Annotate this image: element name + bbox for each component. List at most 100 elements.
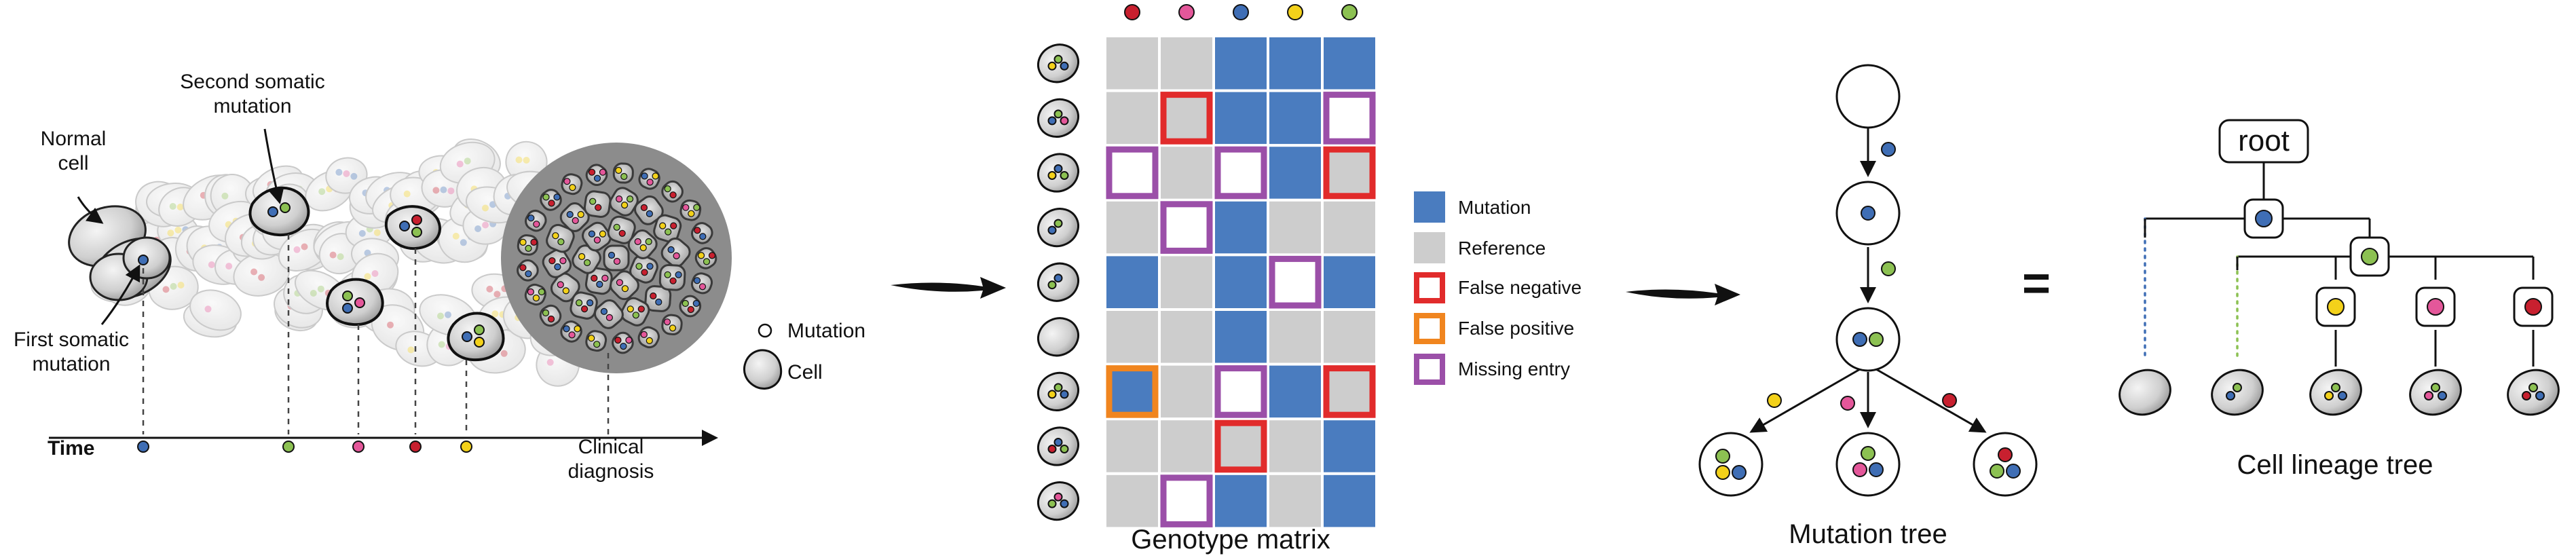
- background-mutation-dot: [447, 187, 455, 195]
- matrix-cell: [1104, 362, 1161, 421]
- leaf-mutation-dot: [2431, 383, 2440, 392]
- matrix-cell: [1212, 35, 1269, 92]
- matrix-error-box: [1214, 146, 1267, 200]
- row-mutation-dot: [1053, 383, 1063, 392]
- mutation-tree-title: Mutation tree: [1789, 519, 1947, 549]
- row-mutation-dot: [1053, 274, 1063, 283]
- tumor-mutation-dot: [557, 238, 565, 246]
- matrix-cell: [1212, 417, 1269, 475]
- matrix-cell: [1212, 89, 1269, 147]
- row-mutation-dot: [1047, 390, 1057, 399]
- tumor-mutation-dot: [568, 331, 576, 339]
- tumor-mutation-dot: [621, 285, 629, 293]
- matrix-cell: [1267, 308, 1324, 366]
- background-mutation-dot: [221, 192, 229, 200]
- cell-legend-label: Cell: [787, 361, 823, 384]
- tumor-mutation-dot: [688, 210, 695, 217]
- background-mutation-dot: [432, 187, 440, 194]
- matrix-error-box: [1106, 146, 1159, 200]
- header-mutation-dot: [1124, 4, 1140, 20]
- row-mutation-dot: [1053, 492, 1063, 502]
- tumor-mutation-dot: [616, 279, 624, 286]
- tumor-mutation-dot: [620, 202, 629, 209]
- tumor-mutation-dot: [593, 236, 601, 244]
- tumor-mutation-dot: [595, 204, 602, 211]
- tumor-mutation-dot: [650, 292, 657, 300]
- tumor-mutation-dot: [577, 210, 584, 219]
- tumor-mutation-dot: [569, 184, 576, 191]
- background-mutation-dot: [162, 286, 170, 293]
- matrix-cell: [1321, 89, 1378, 147]
- background-mutation-dot: [460, 239, 467, 246]
- tumor-mutation-dot: [527, 214, 535, 222]
- legend-false-positive-swatch: [1414, 313, 1445, 344]
- background-mutation-dot: [329, 251, 337, 259]
- legend-missing-entry-swatch: [1414, 354, 1445, 385]
- row-mutation-dot: [1047, 225, 1057, 235]
- tumor-mutation-dot: [548, 257, 556, 265]
- tumor-mutation-dot: [694, 227, 701, 234]
- tumor-mutation-dot: [627, 305, 634, 313]
- cell-row-icons: [1037, 43, 1079, 521]
- background-mutation-dot: [293, 246, 301, 253]
- tumor-mutation-dot: [533, 221, 540, 228]
- row-mutation-dot: [1053, 438, 1063, 447]
- background-mutation-dot: [301, 243, 308, 250]
- tumor-mutation-dot: [667, 246, 675, 253]
- edge-mutation-blue: [1881, 142, 1896, 157]
- matrix-cell: [1104, 253, 1161, 311]
- matrix-cell: [1104, 89, 1161, 147]
- background-mutation-dot: [310, 290, 317, 297]
- tumor-mutation-dot: [675, 271, 682, 278]
- tumor-mutation-dot: [600, 307, 608, 315]
- matrix-error-box: [1323, 365, 1376, 418]
- background-mutation-dot: [445, 311, 451, 318]
- tumor-mutation-dot: [588, 230, 596, 238]
- tumor-mutation-dot: [542, 309, 550, 317]
- background-mutation-dot: [176, 204, 184, 210]
- matrix-cell: [1212, 362, 1269, 421]
- tumor-mutation-dot: [605, 314, 614, 321]
- tumor-mutation-dot: [563, 325, 570, 333]
- mutated-cell-third: [384, 205, 442, 250]
- matrix-cell: [1104, 144, 1161, 202]
- tumor-mutation-dot: [646, 263, 654, 270]
- tumor-mutation-dot: [615, 166, 622, 174]
- background-mutation-dot: [482, 221, 489, 229]
- tumor-mutation-dot: [693, 204, 701, 211]
- tumor-mutation-dot: [599, 230, 607, 238]
- leaf-mutation-dot: [2331, 383, 2340, 392]
- background-cell: [189, 289, 242, 331]
- panel-b-genotype-matrix: Genotype matrix Mutation Reference False…: [1037, 4, 1582, 555]
- genotype-matrix-error-boxes: [1106, 92, 1376, 527]
- time-label: Time: [48, 437, 94, 460]
- tumor-mutation-dot: [588, 168, 596, 176]
- background-mutation-dot: [177, 282, 185, 288]
- tumor-mutation-dot: [670, 222, 677, 229]
- background-mutation-dot: [358, 229, 366, 237]
- matrix-cell: [1158, 417, 1215, 475]
- background-mutation-dot: [546, 358, 554, 366]
- second-mutation-pointer: [263, 128, 284, 204]
- legend-false-negative-label: False negative: [1458, 277, 1582, 298]
- matrix-error-box: [1214, 365, 1267, 418]
- tumor-mutation-dot: [669, 324, 677, 332]
- matrix-cell: [1104, 198, 1161, 257]
- tumor-mutation-dot: [557, 281, 564, 288]
- matrix-cell: [1158, 89, 1215, 147]
- matrix-error-box: [1160, 201, 1213, 254]
- legend-mutation-label: Mutation: [1458, 197, 1531, 218]
- matrix-cell: [1267, 253, 1324, 311]
- tumor-mutation-dot: [615, 195, 623, 203]
- tumor-mutation-dot: [608, 251, 616, 259]
- root-label: root: [2238, 124, 2290, 157]
- genotype-matrix-title: Genotype matrix: [1131, 525, 1330, 555]
- background-mutation-dot: [169, 203, 176, 210]
- matrix-error-box: [1214, 419, 1267, 473]
- node-blue-dot: [1861, 206, 1875, 221]
- tumor-mutation-dot: [669, 191, 677, 199]
- tumor-mutation-dot: [552, 232, 559, 240]
- row-mutation-dot: [1053, 164, 1063, 173]
- tumor-mutation-dot: [559, 257, 567, 265]
